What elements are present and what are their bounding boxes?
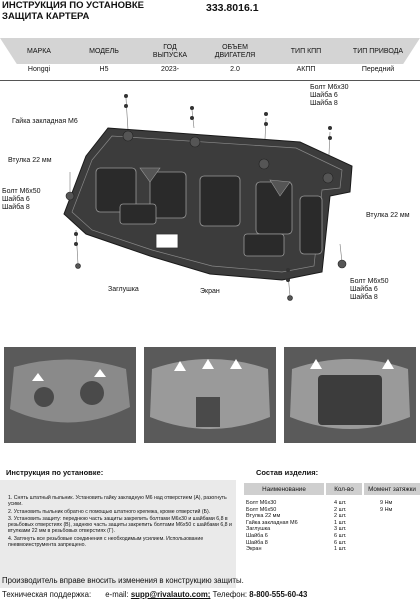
parts-row-qty: 2 шт. <box>334 506 347 513</box>
parts-row-qty: 3 шт. <box>334 526 347 533</box>
part-number: 333.8016.1 <box>206 2 259 14</box>
parts-row-name: Болт М6х50 <box>246 506 277 513</box>
spec-header-band <box>0 38 420 64</box>
parts-row-qty: 1 шт. <box>334 546 347 553</box>
parts-row-torque: 9 Нм <box>380 500 393 506</box>
instructions-box <box>0 480 236 588</box>
callout-screen: Экран <box>200 288 220 295</box>
spec-header-model: МОДЕЛЬ <box>89 48 119 55</box>
parts-row-name: Шайба 6 <box>246 533 268 539</box>
parts-row-name: Шайба 8 <box>246 539 268 546</box>
photo-dust-shield <box>144 347 276 443</box>
instruction-step-3: 3. Установить защиту: переднюю часть защ… <box>8 516 232 534</box>
spec-table: МАРКА МОДЕЛЬ ГОД ВЫПУСКА ОБЪЕМ ДВИГАТЕЛЯ… <box>0 38 420 81</box>
parts-list-title: Состав изделия: <box>256 468 319 477</box>
spec-divider <box>0 80 420 81</box>
spec-header-engine: ОБЪЕМ ДВИГАТЕЛЯ <box>214 44 256 59</box>
parts-header-torque: Момент затяжки <box>364 483 420 495</box>
spec-header-gearbox: ТИП КПП <box>290 48 322 55</box>
parts-row-name: Болт М6х30 <box>246 500 277 506</box>
support-email-link[interactable]: supp@rivalauto.com; <box>130 590 211 599</box>
parts-row-name: Гайка закладная М6 <box>246 519 298 526</box>
spec-header-drive: ТИП ПРИВОДА <box>352 48 404 55</box>
instruction-step-2: 2. Установить пыльник обратно с помощью … <box>8 509 211 515</box>
parts-row-name: Заглушка <box>246 526 271 533</box>
parts-header-qty: Кол-во <box>326 483 362 495</box>
support-phone: 8-800-555-60-43 <box>249 590 308 599</box>
spec-value-year: 2023- <box>161 66 179 73</box>
photo-before <box>4 347 136 443</box>
parts-row-qty: 6 шт. <box>334 533 347 539</box>
instruction-step-1: 1. Снять штатный пыльник. Установить гай… <box>8 495 227 507</box>
skid-plate-illustration <box>63 94 353 301</box>
spec-value-gearbox: АКПП <box>296 66 316 73</box>
title-line-2: ЗАЩИТА КАРТЕРА <box>2 11 90 22</box>
spec-value-engine: 2.0 <box>230 66 240 73</box>
callout-plug: Заглушка <box>108 286 139 293</box>
callout-sleeve-right: Втулка 22 мм <box>366 212 410 219</box>
instructions-title: Инструкция по установке: <box>6 468 104 477</box>
title-line-1: ИНСТРУКЦИЯ ПО УСТАНОВКЕ <box>2 0 144 11</box>
parts-row-qty: 2 шт. <box>334 513 347 520</box>
photo-installed <box>284 347 416 443</box>
document-title: ИНСТРУКЦИЯ ПО УСТАНОВКЕ ЗАЩИТА КАРТЕРА <box>2 0 144 22</box>
spec-value-brand: Hongqi <box>27 66 51 73</box>
parts-row-qty: 4 шт. <box>334 500 347 506</box>
spec-header-year: ГОД ВЫПУСКА <box>152 44 188 59</box>
parts-row-torque: 9 Нм <box>380 506 393 513</box>
parts-row-qty: 1 шт. <box>334 519 347 526</box>
callout-nut: Гайка закладная М6 <box>12 118 78 125</box>
callout-sleeve-left: Втулка 22 мм <box>8 157 52 164</box>
footer-note: Производитель вправе вносить изменения в… <box>2 576 244 585</box>
parts-row-name: Экран <box>246 546 262 553</box>
spec-value-model: H5 <box>99 66 109 73</box>
instruction-step-4: 4. Затянуть все резьбовые соединения с н… <box>8 536 204 548</box>
parts-row-name: Втулка 22 мм <box>246 513 281 520</box>
footer-support: Техническая поддержка: e-mail: supp@riva… <box>2 590 308 599</box>
installation-photos <box>0 347 420 447</box>
spec-value-drive: Передний <box>361 66 395 73</box>
parts-header-name: Наименование <box>244 483 324 495</box>
spec-header-brand: МАРКА <box>27 48 51 55</box>
parts-row-qty: 6 шт. <box>334 539 347 546</box>
